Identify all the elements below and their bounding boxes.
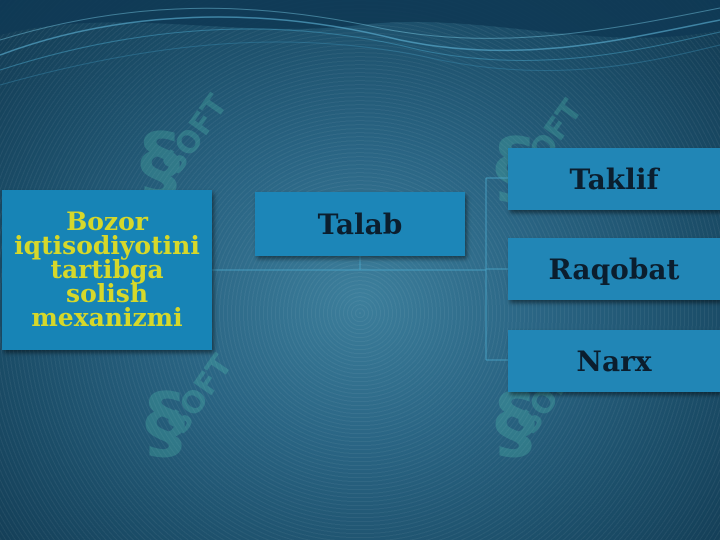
taklif-label: Taklif — [569, 162, 659, 196]
raqobat-box: Raqobat — [508, 238, 720, 300]
main-mechanism-label: Bozor iqtisodiyotini tartibga solish mex… — [14, 207, 200, 332]
talab-label: Talab — [317, 207, 403, 241]
raqobat-label: Raqobat — [548, 252, 680, 286]
main-mechanism-box: Bozor iqtisodiyotini tartibga solish mex… — [2, 190, 212, 350]
narx-box: Narx — [508, 330, 720, 392]
taklif-box: Taklif — [508, 148, 720, 210]
narx-label: Narx — [576, 344, 652, 378]
header-wave-decoration — [0, 0, 720, 86]
talab-box: Talab — [255, 192, 465, 256]
watermark-logo: § SOFT — [145, 348, 240, 469]
svg-text:§: § — [145, 376, 185, 469]
